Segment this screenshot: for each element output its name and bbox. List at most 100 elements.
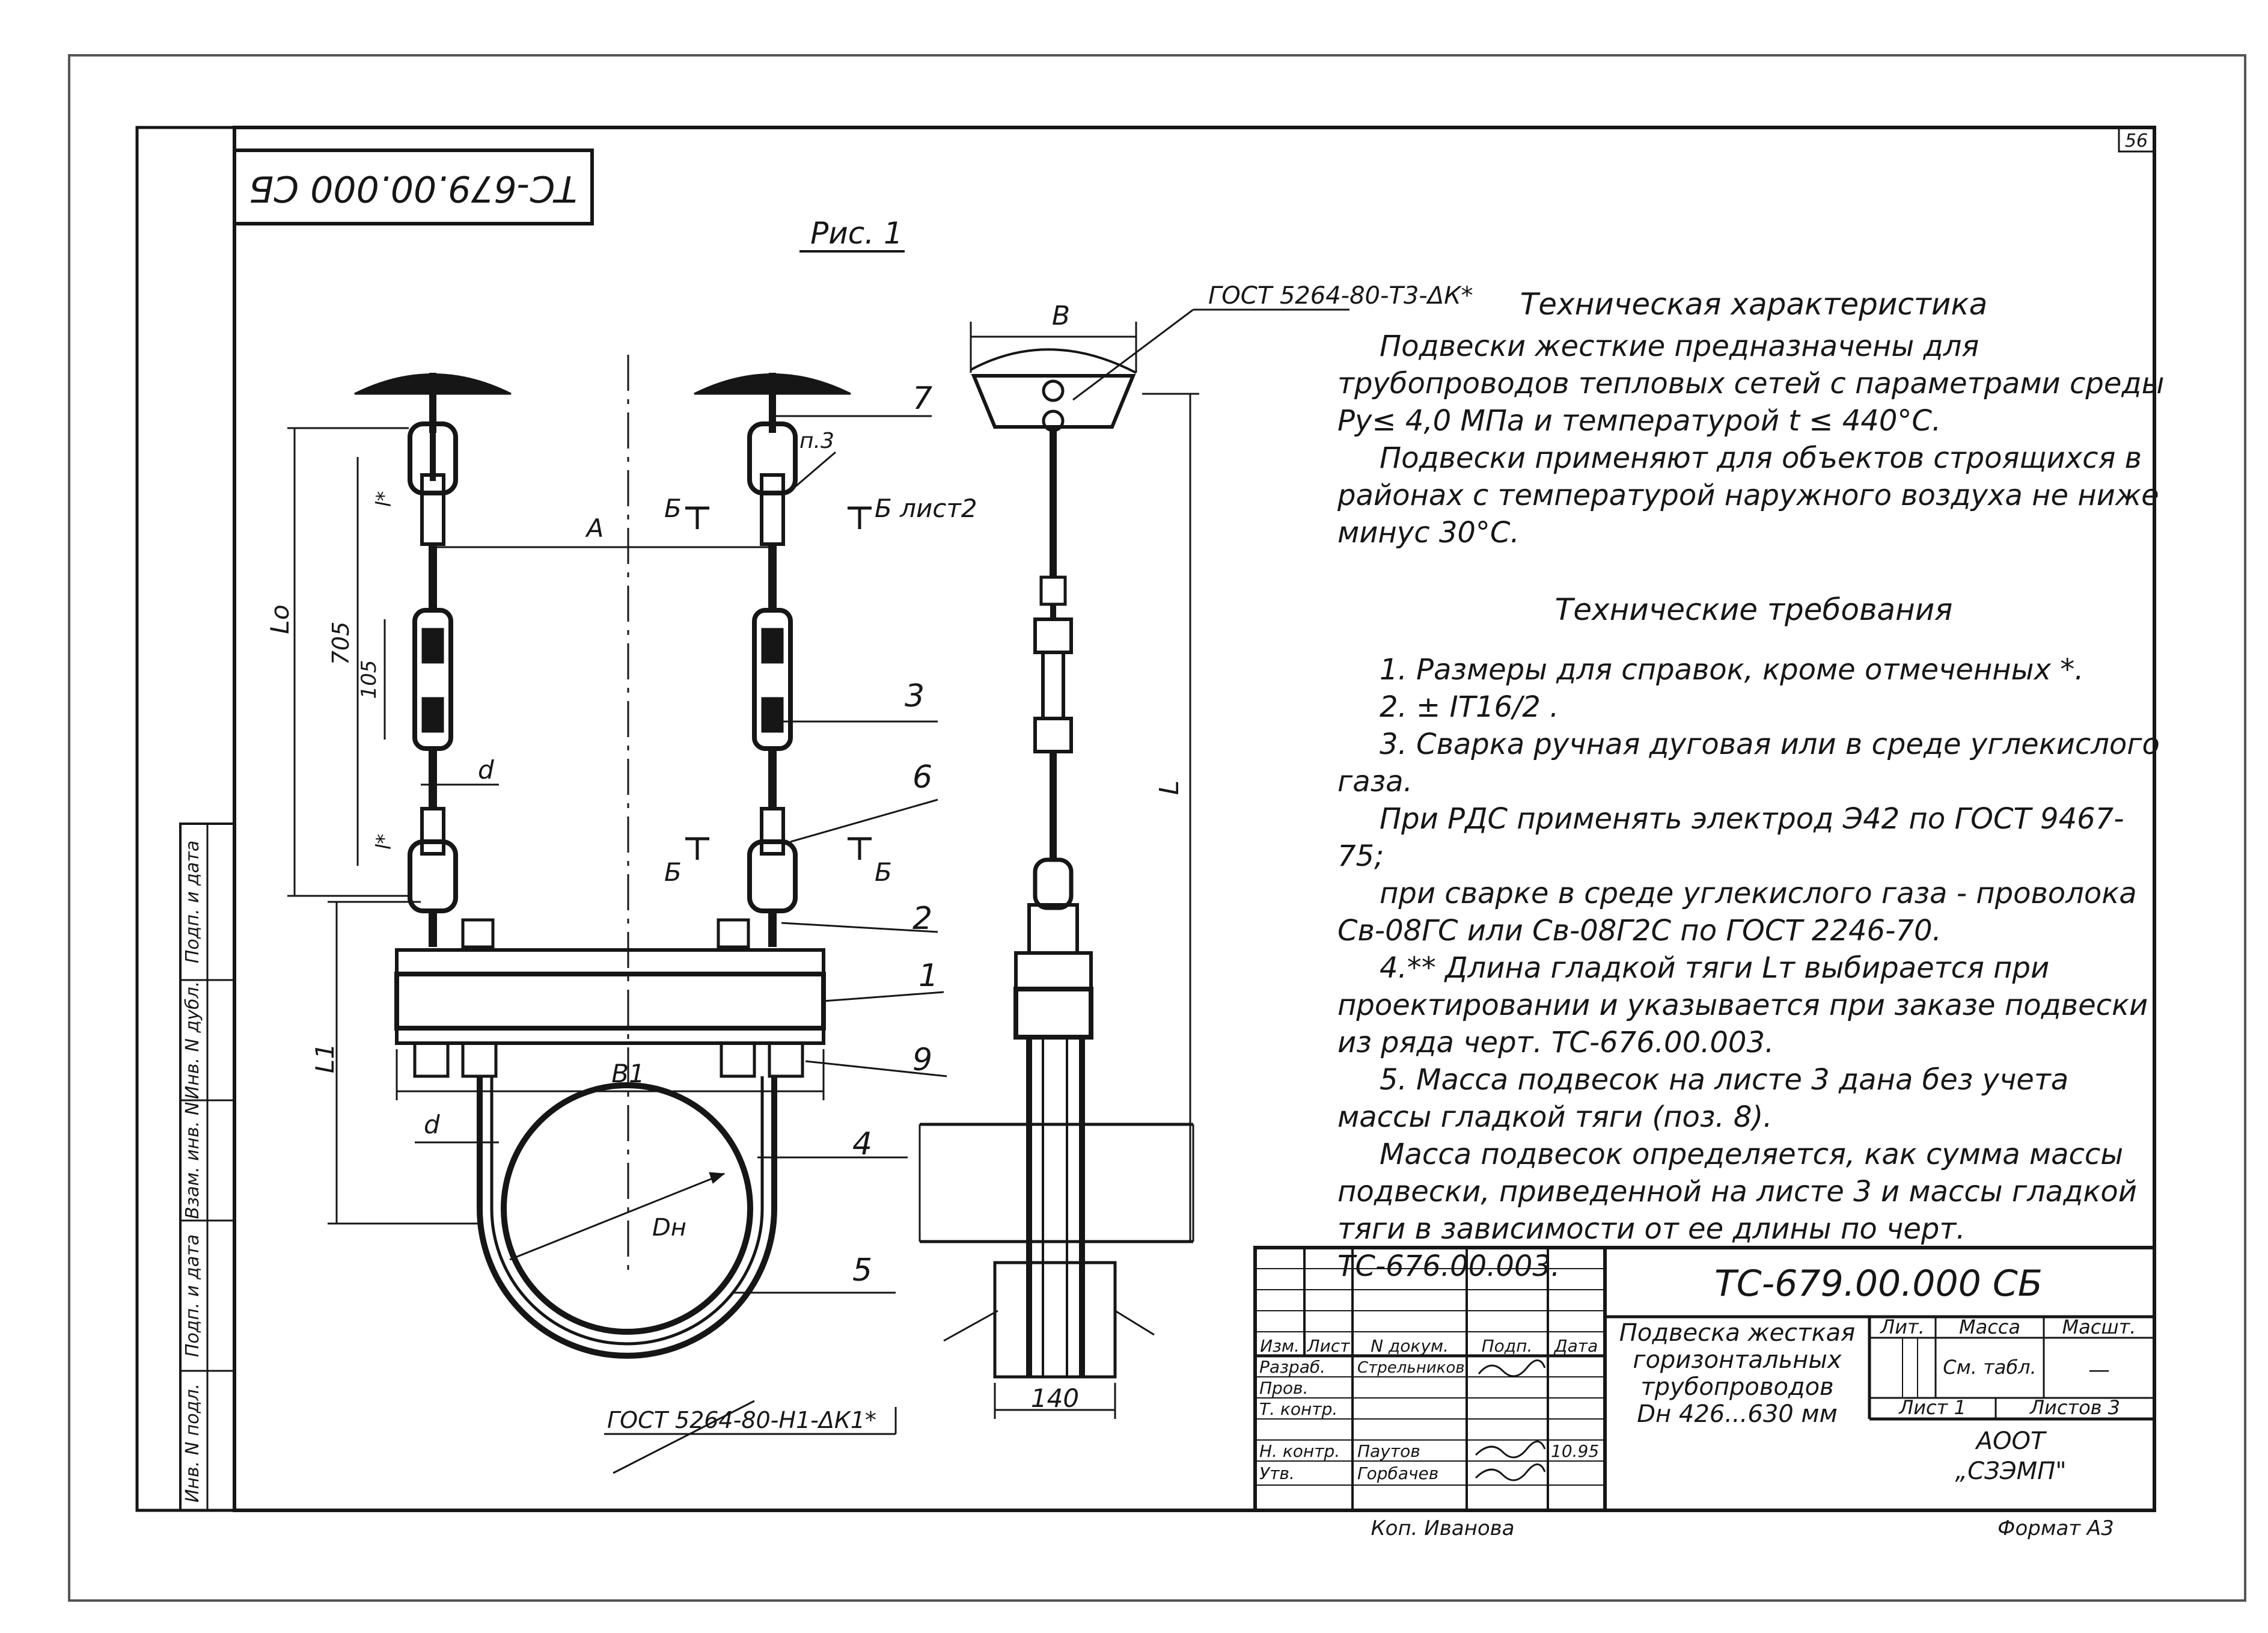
- tech-char-text: Подвески применяют для объектов строящих…: [1337, 441, 2159, 550]
- dim-d-bot: d: [424, 1110, 440, 1139]
- dim-705: 705: [328, 622, 354, 666]
- position-3: 3: [905, 678, 925, 714]
- pipe-circle: [501, 1082, 753, 1335]
- person-name: Паутов: [1357, 1441, 1420, 1461]
- format-label: Формат А3: [1997, 1516, 2114, 1540]
- doc-name-line: трубопроводов: [1640, 1373, 1833, 1401]
- u-bolt: [477, 1076, 777, 1359]
- dim-a: A: [585, 513, 604, 543]
- section-mark-top-left: Б: [664, 494, 682, 523]
- head-podp: Подп.: [1482, 1336, 1533, 1356]
- section-mark-top-right: Б лист2: [875, 494, 977, 523]
- dim-b1: В1: [611, 1059, 645, 1088]
- scale-value: —: [2088, 1358, 2110, 1382]
- sheets-label: Листов 3: [2029, 1396, 2120, 1419]
- role: Т. контр.: [1259, 1399, 1337, 1419]
- sheet-label: Лист 1: [1898, 1396, 1966, 1419]
- paper-border: [68, 54, 2246, 1602]
- rotated-code: ТС-679.00.000 СБ: [249, 167, 577, 209]
- strip-label: Подп. и дата: [182, 1234, 203, 1357]
- doc-name-line: Dн 426...630 мм: [1637, 1400, 1838, 1428]
- traverse-beam: [394, 972, 826, 1031]
- head-list: Лист: [1307, 1336, 1351, 1356]
- position-6: 6: [912, 759, 932, 795]
- clevis-left-top: [408, 421, 458, 495]
- dim-d-top: d: [478, 755, 494, 785]
- side-view: [919, 322, 1199, 1419]
- dim-b: В: [1052, 301, 1070, 331]
- tech-char-title: Техническая характеристика: [1520, 287, 1988, 322]
- mass-header: Масса: [1959, 1316, 2020, 1338]
- dim-dn: Dн: [652, 1214, 686, 1242]
- strip-label: Взам. инв. N: [182, 1102, 203, 1219]
- requirements-title: Технические требования: [1554, 592, 1953, 627]
- weld-symbol-top: ГОСТ 5264-80-Т3-ΔК*: [1208, 282, 1473, 310]
- rotated-code-box: [233, 149, 594, 225]
- dim-105: 105: [357, 660, 381, 699]
- role: Разраб.: [1259, 1357, 1325, 1377]
- section-mark-bot-left: Б: [664, 857, 682, 887]
- doc-name-line: горизонтальных: [1633, 1346, 1841, 1374]
- position-4: 4: [852, 1126, 872, 1162]
- signature: [1478, 1359, 1546, 1377]
- ceiling-bracket: [971, 374, 1136, 429]
- head-date: Дата: [1553, 1336, 1598, 1356]
- position-labels: 7 3 6 2 1 9 4 5: [852, 381, 938, 1288]
- title-block: [1253, 1246, 2156, 1512]
- sheet-number: 56: [2125, 130, 2148, 152]
- dimension-labels: A Lо 705 105 d L1 В1 d Dн l* l* Б Б лист…: [265, 429, 977, 1242]
- lit-header: Лит.: [1880, 1316, 1925, 1338]
- doc-code: ТС-679.00.000 СБ: [1714, 1263, 2043, 1305]
- note-ref-p3: п.3: [799, 429, 834, 453]
- role: Пров.: [1259, 1378, 1308, 1398]
- org-name: АООТ: [1975, 1427, 2047, 1455]
- requirement: 1. Размеры для справок, кроме отмеченных…: [1380, 653, 2084, 687]
- person-name: Стрельников: [1357, 1359, 1465, 1377]
- scale-header: Масшт.: [2062, 1316, 2136, 1338]
- role: Утв.: [1259, 1463, 1295, 1483]
- dim-140: 140: [1031, 1383, 1079, 1413]
- requirement: при сварке в среде углекислого газа - пр…: [1337, 877, 2137, 948]
- requirement: 3. Сварка ручная дуговая или в среде угл…: [1337, 728, 2160, 798]
- section-mark-bot-right: Б: [875, 857, 892, 887]
- org-name: „СЗЭМП": [1955, 1457, 2066, 1485]
- dim-l1: L1: [310, 1043, 340, 1073]
- clevis-right-top: [747, 421, 798, 495]
- position-9: 9: [912, 1042, 932, 1078]
- mass-value: См. табл.: [1943, 1356, 2036, 1379]
- sheet-number-box: [2118, 126, 2156, 153]
- dim-lo: Lо: [265, 604, 295, 634]
- technical-notes: Техническая характеристика Подвески жест…: [1337, 280, 2170, 1285]
- tech-char-text: Подвески жесткие предназначены для трубо…: [1337, 329, 2165, 438]
- doc-name-line: Подвеска жесткая: [1619, 1319, 1855, 1347]
- requirement: При РДС применять электрод Э42 по ГОСТ 9…: [1337, 802, 2124, 873]
- strip-label: Инв. N подл.: [182, 1383, 203, 1503]
- role: Н. контр.: [1259, 1441, 1340, 1461]
- strip-label: Подп. и дата: [182, 841, 203, 963]
- position-2: 2: [912, 901, 932, 937]
- dim-l-star-bot: l*: [372, 834, 396, 850]
- dim-l: L: [1154, 780, 1185, 795]
- copied-by: Коп. Иванова: [1371, 1516, 1515, 1540]
- position-1: 1: [919, 958, 938, 994]
- front-view: [287, 355, 947, 1474]
- requirement: 5. Масса подвесок на листе 3 дана без уч…: [1337, 1063, 2069, 1134]
- requirement: 4.** Длина гладкой тяги Lт выбирается пр…: [1337, 951, 2148, 1059]
- head-izm: Изм.: [1260, 1336, 1300, 1356]
- strip-label: Инв. N дубл.: [182, 981, 203, 1100]
- requirement: 2. ± IT16/2 .: [1380, 690, 1559, 724]
- signature: [1475, 1463, 1546, 1481]
- pipe-side-section: [993, 1261, 1117, 1379]
- left-margin-strip: Инв. N подл. Подп. и дата Взам. инв. N И…: [179, 823, 236, 1512]
- figure-title: Рис. 1: [810, 216, 903, 251]
- dim-l-star-top: l*: [372, 491, 396, 507]
- sign-date: 10.95: [1551, 1441, 1599, 1461]
- position-5: 5: [852, 1252, 872, 1288]
- head-ndoc: N докум.: [1371, 1336, 1449, 1356]
- inner-frame: [233, 126, 2156, 1512]
- position-7: 7: [912, 381, 932, 417]
- weld-symbol-bottom: ГОСТ 5264-80-Н1-ΔК1*: [607, 1407, 876, 1433]
- title-block-text: ТС-679.00.000 СБ Подвеска жесткая горизо…: [1259, 1263, 2136, 1540]
- signature: [1475, 1441, 1546, 1459]
